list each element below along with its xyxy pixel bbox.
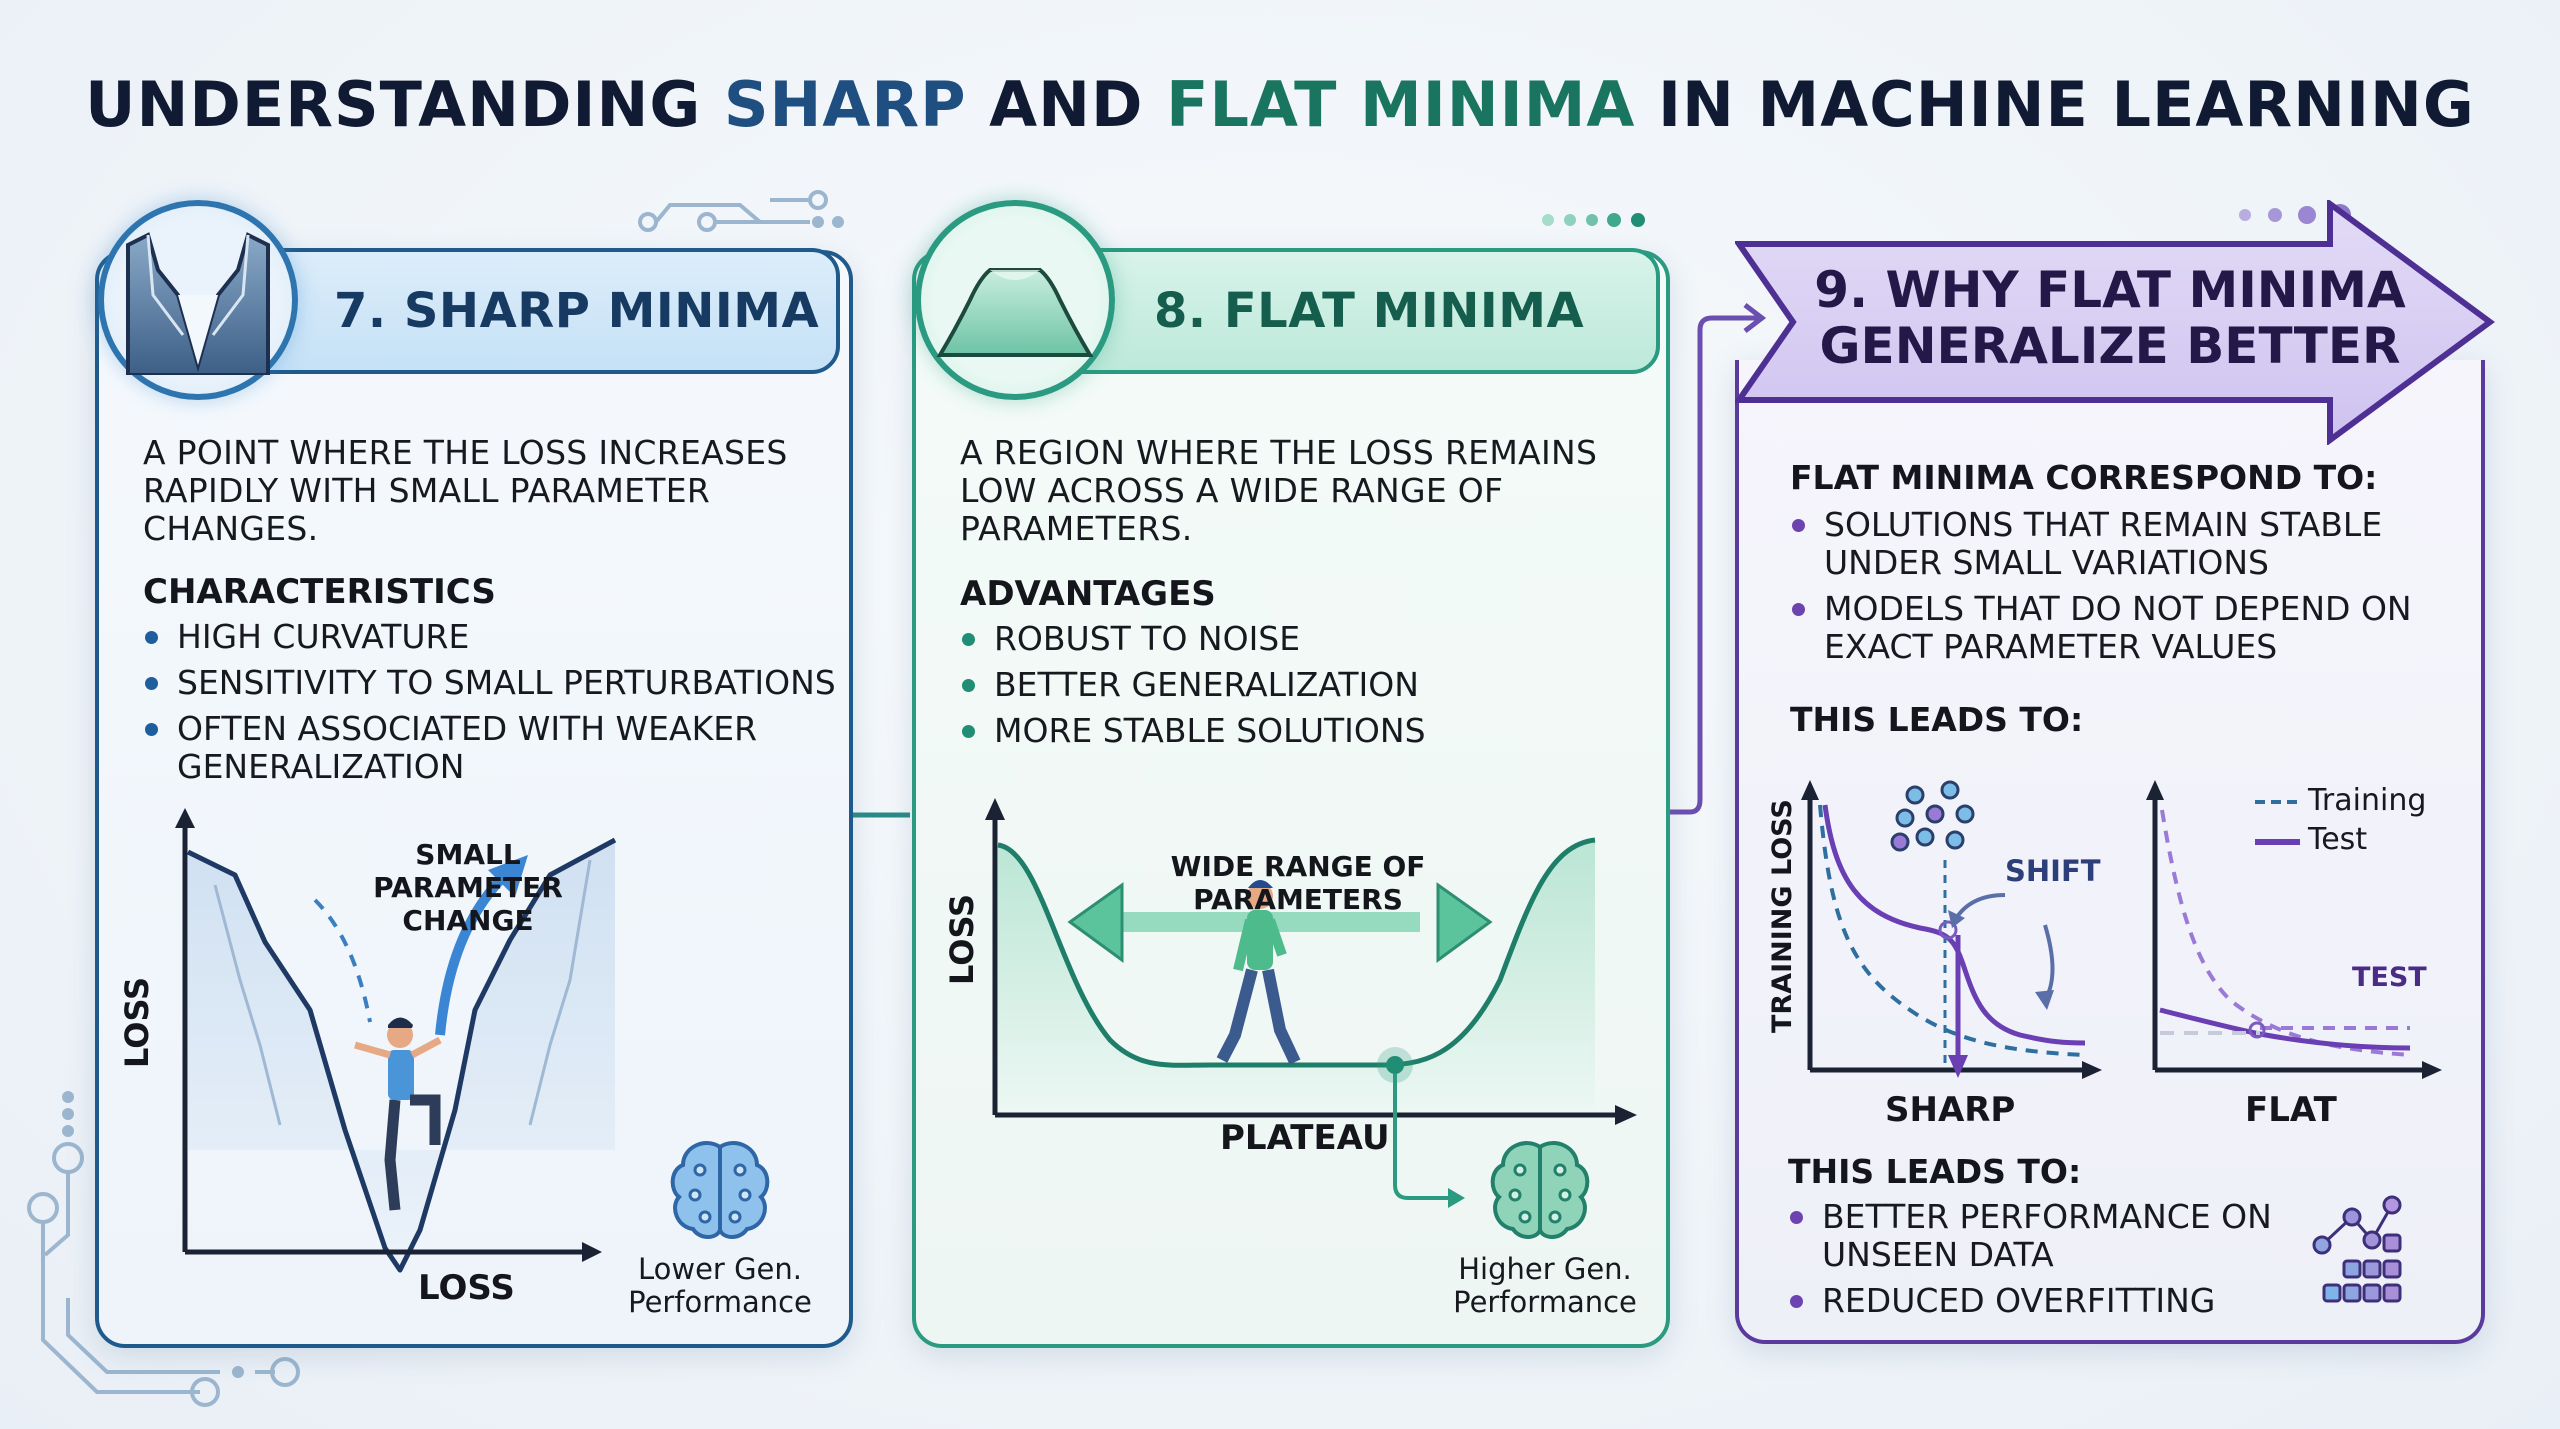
circuit-decoration-bottom bbox=[27, 1091, 300, 1407]
circuit-decoration-top bbox=[638, 190, 844, 232]
flat-heading: 8. FLAT MINIMA bbox=[1154, 283, 1585, 339]
bullet-dot bbox=[145, 723, 158, 736]
sharp-header: 7. SHARP MINIMA bbox=[190, 248, 840, 374]
sharp-outcome: Lower Gen. Performance bbox=[628, 1252, 812, 1319]
list-item: BETTER GENERALIZATION bbox=[960, 666, 1640, 704]
sharp-minima-diagram bbox=[175, 808, 617, 1273]
left-training-curve bbox=[1818, 804, 2086, 1057]
bullet-dot bbox=[145, 631, 158, 644]
page-title: UNDERSTANDING SHARP AND FLAT MINIMA IN M… bbox=[0, 68, 2560, 141]
flat-x-label: PLATEAU bbox=[1220, 1118, 1390, 1158]
sharp-annotation: SMALL PARAMETER CHANGE bbox=[373, 838, 563, 937]
sharp-heading: 7. SHARP MINIMA bbox=[334, 283, 820, 339]
connector-flat-why bbox=[1664, 315, 1760, 815]
why-leads-list: BETTER PERFORMANCE ON UNSEEN DATA REDUCE… bbox=[1788, 1198, 2348, 1328]
list-item: SENSITIVITY TO SMALL PERTURBATIONS bbox=[143, 664, 843, 702]
why-subheading-leads-1: THIS LEADS TO: bbox=[1790, 700, 2084, 739]
bullet-dot bbox=[962, 725, 975, 738]
why-y-label: TRAINING LOSS bbox=[1767, 799, 1798, 1033]
list-item: MODELS THAT DO NOT DEPEND ON EXACT PARAM… bbox=[1790, 590, 2464, 666]
bullet-dot bbox=[145, 677, 158, 690]
flat-plateau-icon bbox=[915, 200, 1115, 400]
bullet-dot bbox=[1790, 1295, 1803, 1308]
why-left-x-label: SHARP bbox=[1885, 1090, 2016, 1130]
bullet-dot bbox=[1792, 519, 1805, 532]
why-subheading-leads-2: THIS LEADS TO: bbox=[1788, 1152, 2082, 1191]
title-prefix: UNDERSTANDING bbox=[85, 68, 724, 141]
flat-header: 8. FLAT MINIMA bbox=[1010, 248, 1660, 374]
flat-y-label: LOSS bbox=[943, 893, 981, 985]
climber-figure bbox=[354, 1017, 442, 1211]
bullet-dot bbox=[962, 679, 975, 692]
flat-loss-curve bbox=[997, 837, 1596, 1068]
title-sharp-word: SHARP bbox=[723, 68, 967, 141]
left-test-curve bbox=[1822, 804, 2086, 1046]
sharp-vs-flat-loss-charts bbox=[1801, 780, 2442, 1079]
test-label: TEST bbox=[2352, 962, 2427, 993]
list-item: REDUCED OVERFITTING bbox=[1788, 1282, 2348, 1320]
list-item: ROBUST TO NOISE bbox=[960, 620, 1640, 658]
sharp-loss-curve bbox=[186, 837, 617, 1273]
sharp-x-label: LOSS bbox=[418, 1268, 515, 1308]
shift-label: SHIFT bbox=[2005, 854, 2101, 888]
title-middle: AND bbox=[966, 68, 1167, 141]
walker-figure bbox=[1216, 880, 1301, 1065]
sharp-valley-icon bbox=[98, 200, 298, 400]
flat-outcome: Higher Gen. Performance bbox=[1453, 1252, 1637, 1319]
flat-minima-diagram bbox=[985, 798, 1637, 1208]
flat-bullet-list: ROBUST TO NOISE BETTER GENERALIZATION MO… bbox=[960, 620, 1640, 758]
why-subheading-correspond: FLAT MINIMA CORRESPOND TO: bbox=[1790, 458, 2378, 497]
data-points-cluster bbox=[1890, 780, 1975, 852]
brain-icon bbox=[1490, 1141, 1590, 1239]
sharp-subheading: CHARACTERISTICS bbox=[143, 572, 496, 612]
why-header-arrow bbox=[1735, 200, 2495, 445]
right-training-curve bbox=[2160, 809, 2411, 1057]
sharp-y-label: LOSS bbox=[118, 976, 156, 1068]
bullet-dot bbox=[1792, 603, 1805, 616]
panel-why-flat bbox=[1735, 360, 2485, 1344]
right-test-curve bbox=[2159, 1007, 2411, 1051]
list-item: OFTEN ASSOCIATED WITH WEAKER GENERALIZAT… bbox=[143, 710, 797, 786]
dots-decoration-flat bbox=[1542, 213, 1645, 227]
flat-annotation: WIDE RANGE OF PARAMETERS bbox=[1170, 850, 1426, 916]
list-item: SOLUTIONS THAT REMAIN STABLE UNDER SMALL… bbox=[1790, 506, 2424, 582]
flat-subheading: ADVANTAGES bbox=[960, 574, 1216, 614]
list-item: HIGH CURVATURE bbox=[143, 618, 843, 656]
legend-training-label: Training bbox=[2308, 783, 2427, 818]
list-item: BETTER PERFORMANCE ON UNSEEN DATA bbox=[1788, 1198, 2322, 1274]
why-heading: 9. WHY FLAT MINIMA GENERALIZE BETTER bbox=[1814, 261, 2406, 375]
small-change-arrow bbox=[435, 871, 509, 1036]
title-suffix: IN MACHINE LEARNING bbox=[1635, 68, 2475, 141]
performance-chart-icon bbox=[2312, 1195, 2402, 1303]
legend-test-label: Test bbox=[2308, 822, 2368, 857]
list-item: MORE STABLE SOLUTIONS bbox=[960, 712, 1640, 750]
why-correspond-list: SOLUTIONS THAT REMAIN STABLE UNDER SMALL… bbox=[1790, 506, 2450, 674]
brain-icon bbox=[670, 1141, 770, 1239]
sharp-bullet-list: HIGH CURVATURE SENSITIVITY TO SMALL PERT… bbox=[143, 618, 843, 794]
bullet-dot bbox=[1790, 1211, 1803, 1224]
why-right-x-label: FLAT bbox=[2245, 1090, 2337, 1130]
flat-description: A REGION WHERE THE LOSS REMAINS LOW ACRO… bbox=[960, 433, 1598, 548]
bullet-dot bbox=[962, 633, 975, 646]
title-flat-word: FLAT MINIMA bbox=[1166, 68, 1636, 141]
sharp-description: A POINT WHERE THE LOSS INCREASES RAPIDLY… bbox=[143, 433, 788, 548]
